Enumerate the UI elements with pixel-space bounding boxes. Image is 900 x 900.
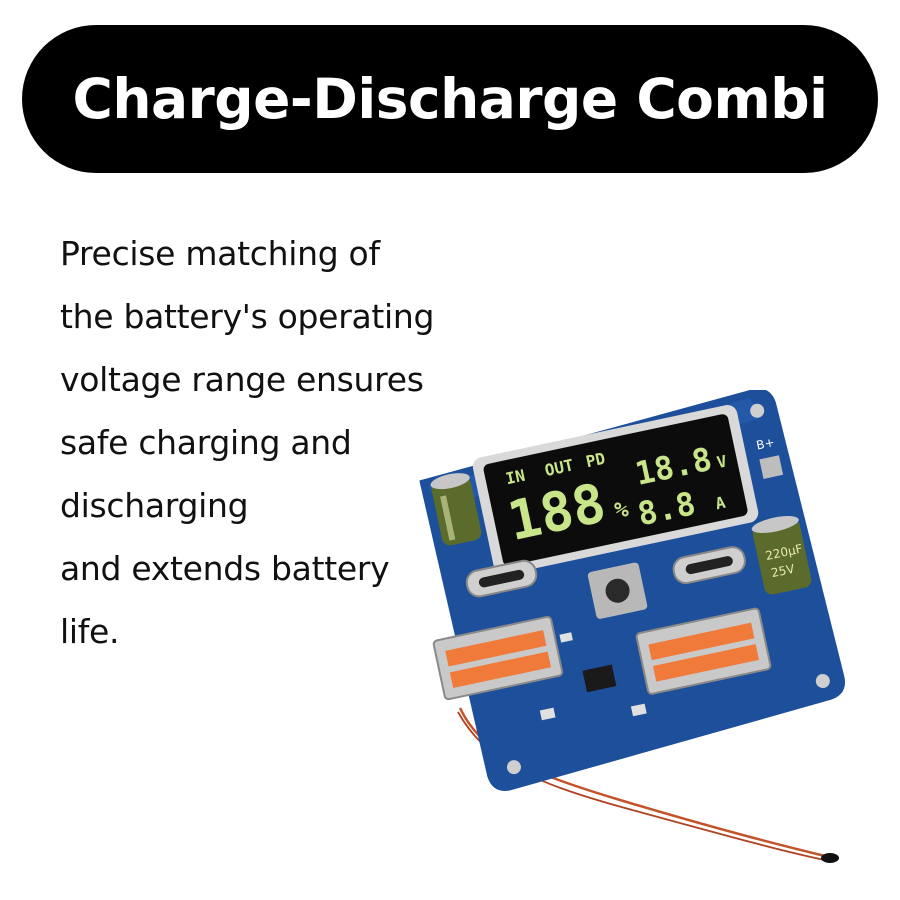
display-pd-label: PD [584,449,607,472]
description: Precise matching of the battery's operat… [60,222,480,663]
capacitor-right-icon: 220µF 25V [751,516,812,595]
page-title: Charge-Discharge Combi [72,67,829,131]
title-banner: Charge-Discharge Combi [22,25,878,173]
display-percent-sign: % [613,497,632,524]
thermistor-tip [821,853,839,863]
description-line: safe charging and [60,423,352,462]
description-line: voltage range ensures [60,360,424,399]
description-line: and extends battery [60,549,390,588]
capacitor-voltage: 25V [770,561,797,580]
board-label-bplus: B+ [755,435,776,452]
description-line: discharging [60,486,249,525]
usb-a-port-right [635,607,772,695]
description-line: Precise matching of [60,234,380,273]
charge-board-photo: IN OUT PD 188 % 18.8 V 8.8 A 220µF 25V B… [419,390,845,863]
capacitor-left-icon [430,473,482,546]
usb-a-port-left [432,615,564,701]
display-in-label: IN [504,466,527,489]
description-line: life. [60,612,120,651]
description-line: the battery's operating [60,297,435,336]
display-volt-unit: V [715,451,729,472]
display-amp-unit: A [714,493,728,514]
